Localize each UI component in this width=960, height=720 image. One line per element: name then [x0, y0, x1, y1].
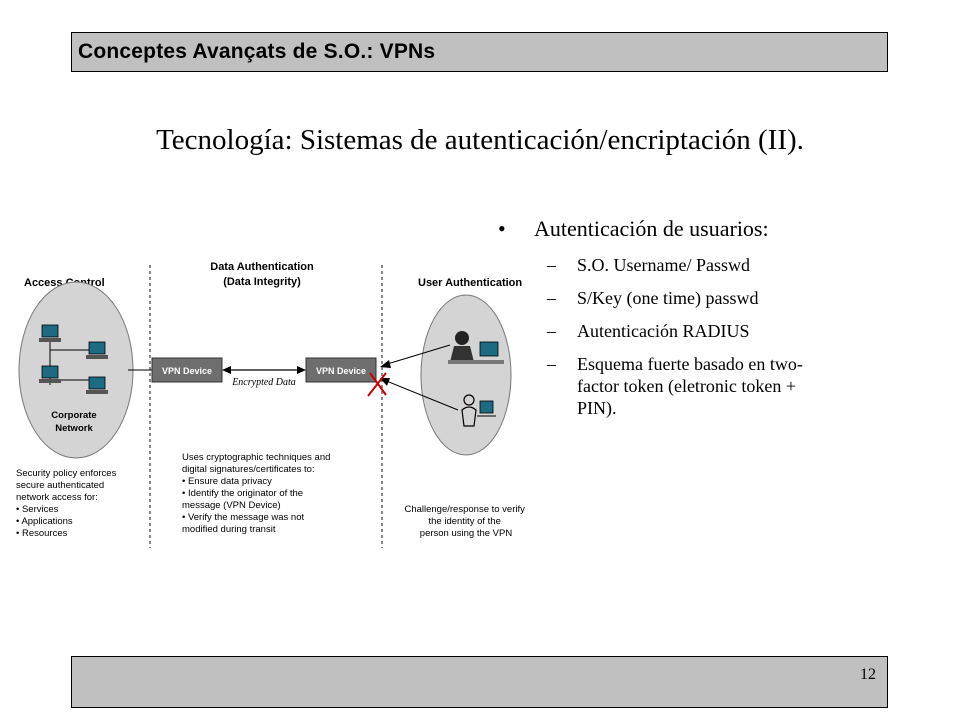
user-authentication-heading: User Authentication [418, 277, 522, 289]
computer-icon [86, 341, 108, 359]
sub-bullet-text: S/Key (one time) passwd [577, 288, 759, 308]
vpn-diagram: Access Control Data Authentication (Data… [10, 250, 540, 550]
sub-bullet-text: S.O. Username/ Passwd [577, 255, 750, 275]
sub-bullet-text: Esquema fuerte basado en two- [577, 354, 803, 374]
person-with-token-icon [461, 394, 496, 427]
corporate-network-label: Corporate [51, 410, 96, 421]
vpn-diagram-svg: Access Control Data Authentication (Data… [16, 261, 527, 548]
data-authentication-notes: Uses cryptographic techniques and digita… [182, 452, 333, 535]
sub-bullet-item: – Esquema fuerte basado en two- factor t… [547, 354, 803, 418]
data-authentication-heading: Data Authentication [210, 261, 314, 273]
header-title: Conceptes Avançats de S.O.: VPNs [78, 40, 436, 63]
vpn-device-right-label: VPN Device [316, 366, 366, 376]
header-bar: Conceptes Avançats de S.O.: VPNs [71, 32, 888, 72]
page-number: 12 [860, 666, 876, 683]
sub-bullet-item: – Autenticación RADIUS [547, 321, 750, 341]
corporate-network-label: Network [55, 423, 93, 434]
footer-bar: 12 [71, 656, 888, 708]
sub-bullet-list: – S.O. Username/ Passwd – S/Key (one tim… [547, 254, 887, 430]
user-authentication-ellipse [420, 294, 512, 456]
bullet-text: Autenticación de usuarios: [534, 216, 769, 241]
auth-arrow-top [383, 344, 451, 366]
computer-icon [39, 324, 61, 342]
vpn-device-right [305, 357, 377, 383]
sub-bullet-item: – S.O. Username/ Passwd [547, 255, 750, 275]
sub-bullet-text: PIN). [577, 398, 617, 418]
bullet-main: • Autenticación de usuarios: [498, 216, 769, 242]
sub-bullet-text: factor token (eletronic token + [577, 376, 797, 396]
sub-bullet-text: Autenticación RADIUS [577, 321, 750, 341]
person-at-computer-icon [448, 331, 504, 364]
sub-bullet-item: – S/Key (one time) passwd [547, 288, 759, 308]
computer-icon [39, 365, 61, 383]
blocked-x-icon [367, 372, 387, 397]
data-integrity-heading: (Data Integrity) [223, 276, 301, 288]
bullet-symbol: • [498, 216, 506, 241]
slide-title: Tecnología: Sistemas de autenticación/en… [156, 124, 804, 156]
auth-arrow-bottom [383, 379, 459, 411]
user-authentication-notes: Challenge/response to verify the identit… [404, 504, 527, 539]
encrypted-data-label: Encrypted Data [231, 377, 296, 388]
computer-icon [86, 376, 108, 394]
access-control-notes: Security policy enforces secure authenti… [16, 468, 119, 539]
vpn-device-left-label: VPN Device [162, 366, 212, 376]
